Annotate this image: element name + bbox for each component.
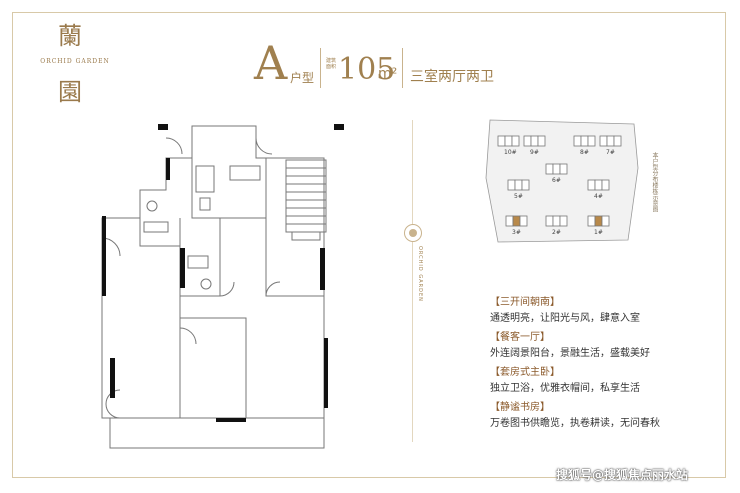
site-plan: 10# 9# 8# 7# 6# 5# 4# 3# 2# 1#: [485, 119, 639, 243]
area-label: 建筑面积: [326, 58, 337, 70]
building-unit: [537, 135, 546, 147]
header-divider: [320, 48, 321, 88]
building-unit: [497, 135, 506, 147]
building-unit: [514, 179, 523, 191]
building-unit: [601, 215, 610, 227]
header-divider: [402, 48, 403, 88]
building-unit: [587, 215, 596, 227]
unit-header: A 户型 建筑面积 105 m² 三室两厅两卫: [250, 38, 670, 98]
building-label: 6#: [552, 177, 561, 184]
feature-item: 【三开间朝南】 通透明亮，让阳光与风，肆意入室: [490, 296, 710, 325]
feature-title: 【三开间朝南】: [490, 297, 560, 308]
vertical-divider: [412, 120, 413, 442]
building-unit: [530, 135, 539, 147]
building-unit: [504, 135, 513, 147]
building-unit: [606, 135, 615, 147]
building-unit: [505, 215, 514, 227]
building-unit: [523, 135, 532, 147]
stamp-text: ORCHID GARDEN: [417, 246, 423, 302]
feature-item: 【套房式主卧】 独立卫浴，优雅衣帽间，私享生活: [490, 366, 710, 395]
brand-char-bottom: 園: [58, 78, 82, 106]
building-unit: [512, 215, 521, 227]
building-unit: [521, 179, 530, 191]
watermark: 搜狐号@搜狐焦点丽水站: [556, 468, 689, 482]
unit-area: 105: [338, 52, 396, 87]
brand-logo: 蘭 ORCHID GARDEN 園: [36, 20, 114, 130]
unit-letter: A: [254, 36, 288, 90]
building-unit: [519, 215, 528, 227]
feature-title: 【餐客一厅】: [490, 332, 550, 343]
building-unit: [559, 215, 568, 227]
room-layout: 三室两厅两卫: [410, 69, 494, 85]
building-unit: [511, 135, 520, 147]
building-label: 5#: [514, 193, 523, 200]
feature-list: 【三开间朝南】 通透明亮，让阳光与风，肆意入室 【餐客一厅】 外连阔景阳台，景融…: [490, 296, 710, 436]
building-unit: [594, 179, 603, 191]
feature-desc: 通透明亮，让阳光与风，肆意入室: [490, 313, 640, 324]
page-frame: [12, 12, 726, 478]
stamp-dot: [409, 229, 417, 237]
building-unit: [545, 163, 554, 175]
building-label: 1#: [594, 229, 603, 236]
brand-stamp-icon: [404, 224, 422, 242]
building-unit: [601, 179, 610, 191]
building-label: 8#: [580, 149, 589, 156]
brand-char-top: 蘭: [58, 22, 82, 50]
building-unit: [599, 135, 608, 147]
building-label: 2#: [552, 229, 561, 236]
feature-desc: 外连阔景阳台，景融生活，盛载美好: [490, 348, 650, 359]
unit-type-label: 户型: [290, 71, 315, 85]
building-label: 10#: [504, 149, 517, 156]
building-unit: [613, 135, 622, 147]
site-plan-note: 本户型分布楼栋示意图: [651, 152, 658, 212]
building-label: 7#: [606, 149, 615, 156]
brand-english: ORCHID GARDEN: [40, 58, 110, 65]
building-unit: [587, 135, 596, 147]
building-label: 9#: [530, 149, 539, 156]
feature-title: 【套房式主卧】: [490, 367, 560, 378]
building-unit: [552, 163, 561, 175]
building-unit: [587, 179, 596, 191]
building-unit: [594, 215, 603, 227]
feature-item: 【餐客一厅】 外连阔景阳台，景融生活，盛载美好: [490, 331, 710, 360]
building-unit: [552, 215, 561, 227]
building-unit: [507, 179, 516, 191]
feature-desc: 独立卫浴，优雅衣帽间，私享生活: [490, 383, 640, 394]
building-label: 3#: [512, 229, 521, 236]
feature-desc: 万卷图书供瞻览，执卷耕读，无问春秋: [490, 418, 660, 429]
feature-title: 【静谧书房】: [490, 402, 550, 413]
building-unit: [580, 135, 589, 147]
building-unit: [559, 163, 568, 175]
building-unit: [545, 215, 554, 227]
building-label: 4#: [594, 193, 603, 200]
feature-item: 【静谧书房】 万卷图书供瞻览，执卷耕读，无问春秋: [490, 401, 710, 430]
area-unit: m²: [378, 66, 398, 82]
building-unit: [573, 135, 582, 147]
floor-plan: [101, 124, 344, 449]
